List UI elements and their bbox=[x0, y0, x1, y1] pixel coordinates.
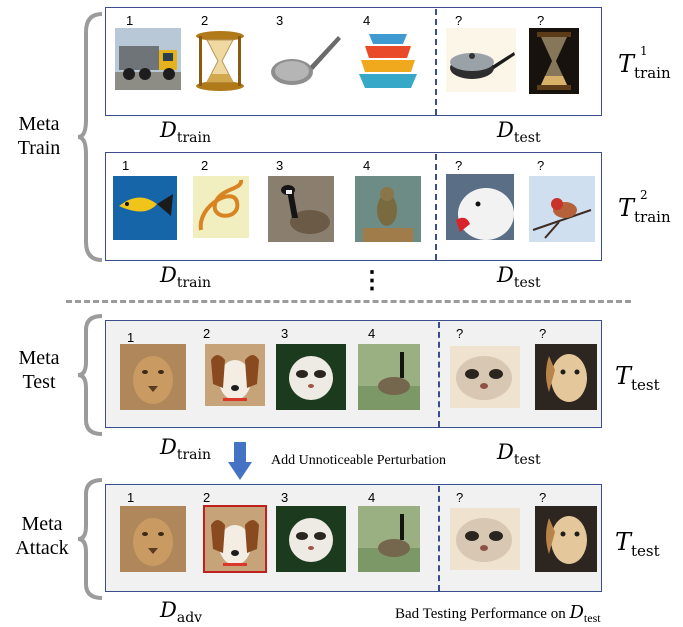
nesting-bowls-image bbox=[355, 28, 421, 94]
ferret-image bbox=[276, 344, 346, 410]
task-panel-train-1 bbox=[105, 7, 602, 116]
index-label: ? bbox=[455, 13, 463, 28]
beagle-perturbed-image bbox=[203, 505, 267, 573]
ferret-query-image bbox=[450, 346, 520, 408]
nematode-image bbox=[193, 176, 249, 238]
index-label: ? bbox=[537, 158, 545, 173]
dog-query-image bbox=[535, 344, 597, 410]
white-goose-image bbox=[446, 174, 514, 240]
beagle-image bbox=[205, 344, 265, 406]
index-label: 2 bbox=[203, 490, 211, 505]
d-test-label-2: Dtest bbox=[497, 263, 541, 291]
d-train-label-2: Dtrain bbox=[160, 263, 212, 291]
meta-test-label: Meta Test bbox=[18, 347, 60, 393]
index-label: 3 bbox=[281, 490, 289, 505]
finch-image bbox=[355, 176, 421, 242]
ferret-query-image bbox=[450, 508, 520, 570]
index-label: 2 bbox=[201, 158, 209, 173]
lion-image bbox=[120, 506, 186, 572]
hourglass-image bbox=[193, 28, 247, 94]
index-label: 4 bbox=[368, 490, 376, 505]
yellow-fish-image bbox=[113, 176, 177, 240]
d-test-label-test: Dtest bbox=[497, 440, 541, 468]
index-label: 4 bbox=[368, 326, 376, 341]
index-label: ? bbox=[539, 326, 547, 341]
lion-image bbox=[120, 344, 186, 410]
hourglass-dark-image bbox=[529, 28, 579, 94]
index-label: 3 bbox=[281, 326, 289, 341]
meta-attack-brace bbox=[77, 478, 103, 600]
goose-image bbox=[358, 506, 420, 572]
pan-with-lid-image bbox=[446, 28, 516, 92]
meta-train-brace bbox=[77, 12, 103, 262]
index-label: 1 bbox=[127, 490, 135, 505]
index-label: ? bbox=[456, 326, 464, 341]
red-finch-image bbox=[529, 176, 595, 242]
index-label: 3 bbox=[276, 13, 284, 28]
meta-attack-label: Meta Attack bbox=[15, 513, 69, 559]
index-label: 1 bbox=[126, 13, 134, 28]
task-label-test: Ttest bbox=[615, 362, 660, 394]
support-query-divider bbox=[435, 9, 437, 115]
dog-query-image bbox=[535, 506, 597, 572]
canada-goose-image bbox=[268, 176, 334, 242]
index-label: ? bbox=[539, 490, 547, 505]
goose-image bbox=[358, 344, 420, 410]
d-train-label-test: Dtrain bbox=[160, 435, 212, 463]
index-label: 2 bbox=[203, 326, 211, 341]
support-query-divider bbox=[438, 322, 440, 427]
d-adv-label: Dadv bbox=[160, 598, 203, 626]
index-label: 1 bbox=[122, 158, 130, 173]
index-label: ? bbox=[537, 13, 545, 28]
meta-test-brace bbox=[77, 314, 103, 436]
bad-performance-note: Bad Testing Performance on Dtest bbox=[395, 602, 601, 625]
support-query-divider bbox=[435, 154, 437, 260]
index-label: 4 bbox=[363, 158, 371, 173]
perturbation-note: Add Unnoticeable Perturbation bbox=[271, 453, 446, 468]
index-label: 3 bbox=[276, 158, 284, 173]
ellipsis: ⋮ bbox=[360, 268, 384, 294]
index-label: ? bbox=[456, 490, 464, 505]
index-label: ? bbox=[455, 158, 463, 173]
task-label-attack: Ttest bbox=[615, 528, 660, 560]
down-arrow-icon bbox=[228, 442, 252, 480]
index-label: 1 bbox=[127, 330, 135, 345]
meta-train-label: Meta Train bbox=[17, 113, 61, 159]
d-train-label-1: Dtrain bbox=[160, 118, 212, 146]
frying-pan-image bbox=[268, 28, 342, 94]
ferret-image bbox=[276, 506, 346, 572]
index-label: 4 bbox=[363, 13, 371, 28]
d-test-label-1: Dtest bbox=[497, 118, 541, 146]
task-panel-train-2 bbox=[105, 152, 602, 261]
section-separator bbox=[66, 300, 631, 303]
truck-image bbox=[115, 28, 181, 90]
index-label: 2 bbox=[201, 13, 209, 28]
support-query-divider bbox=[438, 486, 440, 591]
